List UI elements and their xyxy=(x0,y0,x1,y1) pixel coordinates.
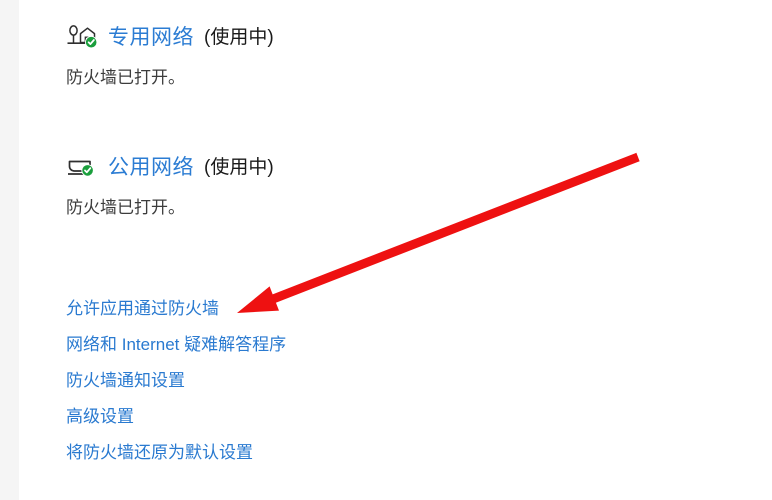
public-network-title: 公用网络 xyxy=(108,155,194,179)
link-restore-firewall-defaults[interactable]: 将防火墙还原为默认设置 xyxy=(66,443,253,462)
firewall-links-list: 允许应用通过防火墙 网络和 Internet 疑难解答程序 防火墙通知设置 高级… xyxy=(66,298,486,478)
public-network-description: 防火墙已打开。 xyxy=(66,198,185,217)
private-network-description: 防火墙已打开。 xyxy=(66,68,185,87)
public-network-icon xyxy=(66,154,100,180)
private-network-icon xyxy=(66,24,100,50)
private-network-header: 专用网络 (使用中) xyxy=(66,20,274,54)
private-network-title: 专用网络 xyxy=(108,25,194,49)
green-check-badge-icon xyxy=(81,164,94,177)
private-network-section: 专用网络 (使用中) 防火墙已打开。 xyxy=(66,20,274,88)
private-network-status: (使用中) xyxy=(204,26,274,48)
public-network-header: 公用网络 (使用中) xyxy=(66,150,274,184)
link-advanced-settings[interactable]: 高级设置 xyxy=(66,407,134,426)
left-panel-edge xyxy=(0,0,19,500)
link-network-internet-troubleshooter[interactable]: 网络和 Internet 疑难解答程序 xyxy=(66,335,287,354)
link-allow-app-through-firewall[interactable]: 允许应用通过防火墙 xyxy=(66,299,219,318)
public-network-section: 公用网络 (使用中) 防火墙已打开。 xyxy=(66,150,274,218)
green-check-badge-icon xyxy=(85,36,98,49)
link-firewall-notification-settings[interactable]: 防火墙通知设置 xyxy=(66,371,185,390)
public-network-status: (使用中) xyxy=(204,156,274,178)
